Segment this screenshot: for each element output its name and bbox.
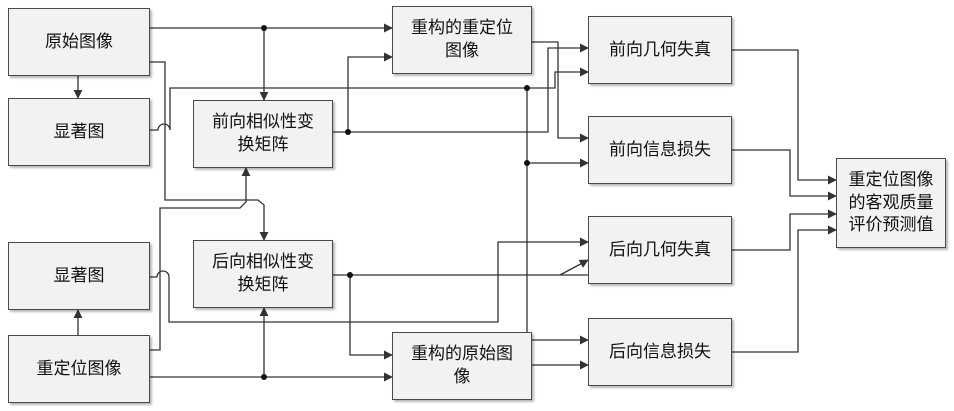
connector-fwd-transform-to-recon bbox=[348, 57, 392, 132]
backward-geometric-distortion-label: 后向几何失真 bbox=[605, 239, 715, 262]
reconstructed-original-box: 重构的原始图像 bbox=[392, 332, 532, 400]
connector-fwd-geo-to-score bbox=[732, 50, 836, 180]
backward-information-loss-box: 后向信息损失 bbox=[588, 318, 732, 386]
saliency-map-bottom-box: 显著图 bbox=[8, 242, 150, 310]
quality-score-label: 重定位图像的客观质量评价预测值 bbox=[837, 169, 945, 238]
connector-fwd-info-to-score bbox=[732, 150, 836, 196]
junction-dot bbox=[261, 25, 267, 31]
forward-transform-label: 前向相似性变换矩阵 bbox=[200, 111, 326, 157]
saliency-map-top-label: 显著图 bbox=[50, 121, 109, 144]
junction-dot bbox=[347, 272, 353, 278]
quality-score-box: 重定位图像的客观质量评价预测值 bbox=[836, 158, 946, 248]
retargeted-image-box: 重定位图像 bbox=[8, 335, 150, 403]
reconstructed-retargeted-label: 重构的重定位图像 bbox=[399, 17, 525, 63]
forward-geometric-distortion-label: 前向几何失真 bbox=[605, 39, 715, 62]
connector-bwd-geo-to-score bbox=[732, 214, 836, 250]
connector-bwd-transform-to-recon bbox=[350, 275, 392, 355]
junction-dot bbox=[345, 129, 351, 135]
forward-transform-box: 前向相似性变换矩阵 bbox=[193, 100, 333, 168]
backward-geometric-distortion-box: 后向几何失真 bbox=[588, 216, 732, 284]
forward-geometric-distortion-box: 前向几何失真 bbox=[588, 16, 732, 84]
forward-information-loss-box: 前向信息损失 bbox=[588, 116, 732, 184]
junction-dot bbox=[524, 85, 530, 91]
retargeted-image-label: 重定位图像 bbox=[33, 358, 126, 381]
reconstructed-retargeted-box: 重构的重定位图像 bbox=[392, 6, 532, 74]
saliency-map-bottom-label: 显著图 bbox=[50, 265, 109, 288]
original-image-box: 原始图像 bbox=[8, 8, 150, 76]
connector-bwd-info-to-score bbox=[732, 230, 836, 352]
forward-information-loss-label: 前向信息损失 bbox=[605, 139, 715, 162]
connector-recon-to-info-loss bbox=[532, 42, 588, 138]
saliency-map-top-box: 显著图 bbox=[8, 98, 150, 166]
backward-transform-label: 后向相似性变换矩阵 bbox=[200, 251, 326, 297]
backward-information-loss-label: 后向信息损失 bbox=[605, 341, 715, 364]
reconstructed-original-label: 重构的原始图像 bbox=[399, 343, 525, 389]
junction-dot bbox=[524, 160, 530, 166]
backward-transform-box: 后向相似性变换矩阵 bbox=[193, 240, 333, 308]
junction-dot bbox=[261, 374, 267, 380]
original-image-label: 原始图像 bbox=[41, 31, 117, 54]
connector-bwd-transform-to-geo-end bbox=[560, 260, 588, 275]
